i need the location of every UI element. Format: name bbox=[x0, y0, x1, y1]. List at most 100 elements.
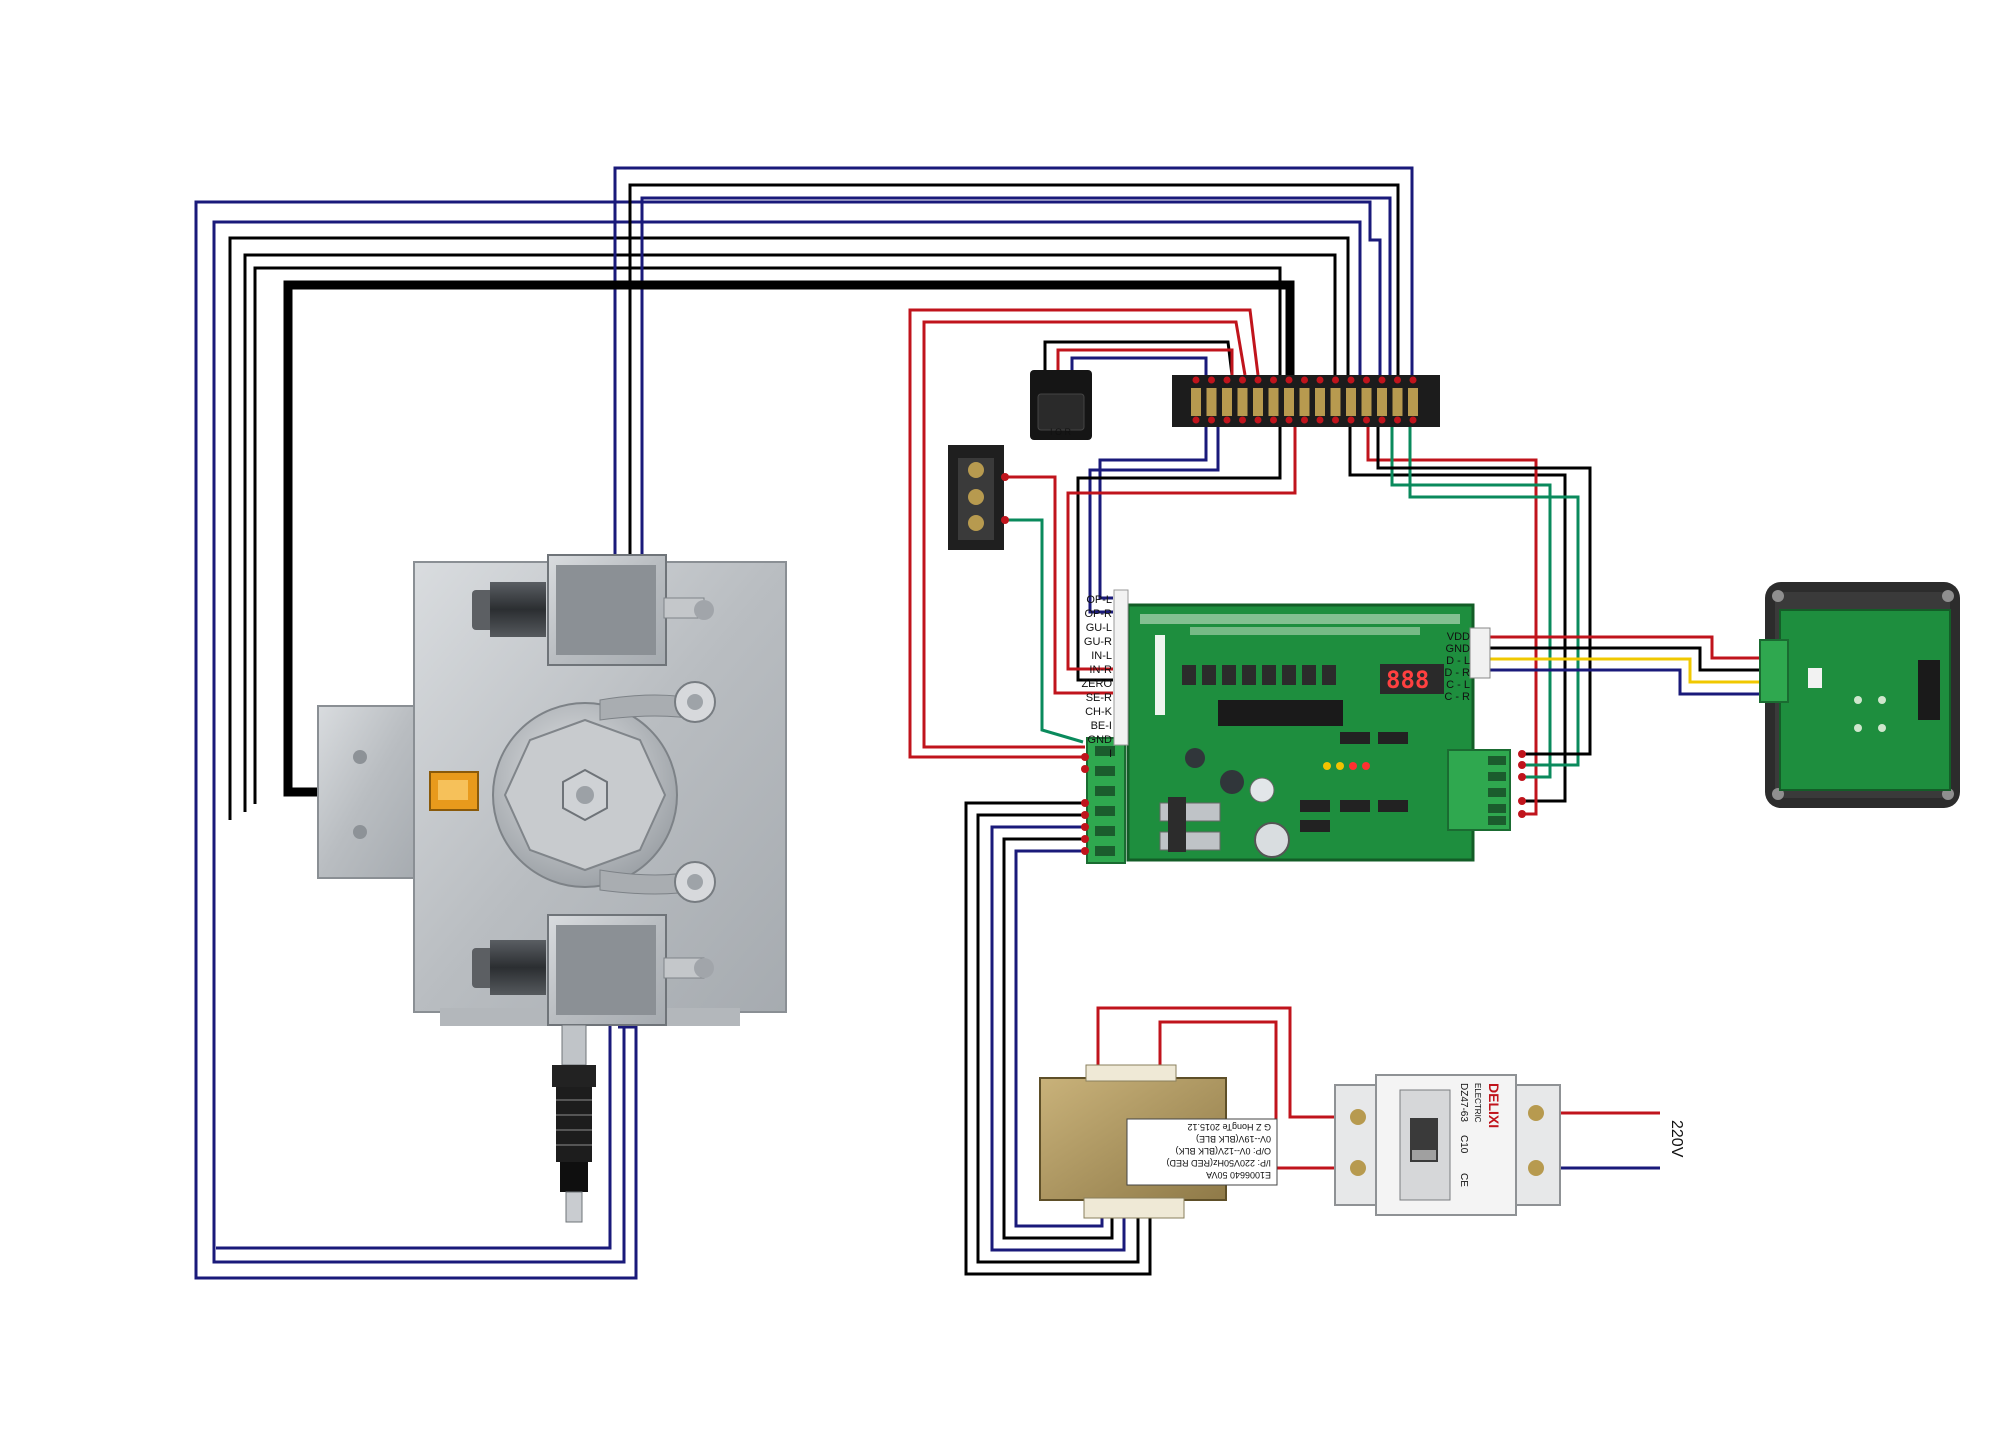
wire-tr-black-2 bbox=[976, 813, 1140, 1264]
transformer-label-line: G Z HongTe 2015.12 bbox=[1187, 1122, 1271, 1132]
wire-strip-right-green-2 bbox=[1408, 425, 1580, 767]
terminal-pin-dot bbox=[1192, 376, 1200, 384]
circuit-breaker: DELIXI ELECTRIC DZ47-63 C10 CE bbox=[1334, 1074, 1561, 1216]
pin-label: IN-R bbox=[1089, 664, 1112, 676]
small-terminal-block bbox=[948, 445, 1009, 550]
wire-coil-top-black bbox=[628, 183, 1400, 555]
pin-label: SE-R bbox=[1086, 692, 1112, 704]
wire-small-strip-red bbox=[1005, 475, 1113, 695]
rocker-label: I O R bbox=[1050, 427, 1072, 437]
pin-label: VDD bbox=[1447, 631, 1470, 643]
terminal-pin-dot bbox=[1394, 376, 1401, 384]
pin-label: C - R bbox=[1444, 691, 1470, 703]
transformer: E1006640 50VA I/P: 220V50Hz(RED RED) O/P… bbox=[1039, 1064, 1278, 1219]
terminal-pin-dot bbox=[1316, 376, 1324, 384]
wire-tr-breaker-red-1 bbox=[1096, 1006, 1335, 1119]
wire-strip-right-red bbox=[1366, 425, 1538, 816]
terminal-pin-dot bbox=[1378, 416, 1386, 424]
motor-bracket bbox=[317, 705, 419, 879]
wire-strip-black bbox=[1076, 425, 1282, 682]
terminal-screw bbox=[1299, 388, 1310, 416]
wire-display-yellow bbox=[1490, 657, 1765, 684]
pin-label: I bbox=[1109, 748, 1112, 760]
terminal-pin-dot bbox=[1223, 376, 1231, 384]
terminal-screw bbox=[1315, 388, 1325, 416]
right-pin-labels: VDD GND D - L D - R C - L C - R bbox=[1444, 631, 1470, 703]
pin-label: BE-I bbox=[1091, 720, 1112, 732]
wire-strip-blue-oplr bbox=[1098, 425, 1208, 600]
terminal-screw bbox=[1330, 388, 1341, 416]
terminal-screw bbox=[1284, 388, 1294, 416]
wire-switch-red bbox=[1056, 348, 1234, 375]
terminal-pin-dot bbox=[1301, 416, 1308, 424]
wire-tr-breaker-red-2 bbox=[1158, 1020, 1335, 1170]
wire-motor-outer-blue bbox=[194, 200, 1382, 1280]
pin-label: C - L bbox=[1446, 679, 1470, 691]
wire-red-a bbox=[908, 308, 1260, 759]
terminal-screw bbox=[1346, 388, 1356, 416]
mcu-chip bbox=[1218, 700, 1343, 726]
wire-coil-top-blue-2 bbox=[640, 196, 1392, 555]
wire-red-b bbox=[922, 320, 1247, 749]
transformer-label-line: E1006640 50VA bbox=[1206, 1170, 1271, 1180]
wire-switch-blue bbox=[1070, 356, 1208, 375]
wire-tr-black-1 bbox=[964, 801, 1152, 1276]
terminal-pin-dot bbox=[1409, 376, 1417, 384]
terminal-pin-dot bbox=[1285, 376, 1293, 384]
pin-label: IN-L bbox=[1091, 650, 1112, 662]
terminal-pin-dot bbox=[1208, 376, 1215, 384]
pin-label: GU-R bbox=[1084, 636, 1112, 648]
terminal-strip bbox=[1172, 375, 1440, 427]
terminal-pin-dot bbox=[1301, 376, 1308, 384]
terminal-pin-dot bbox=[1223, 416, 1231, 424]
seven-segment-display bbox=[1380, 664, 1444, 694]
display-panel-terminal bbox=[1759, 639, 1789, 703]
terminal-pin-dot bbox=[1239, 376, 1246, 384]
display-panel bbox=[1759, 582, 1960, 808]
wire-strip-right-black-2 bbox=[1376, 425, 1592, 756]
breaker-rating: C10 bbox=[1458, 1135, 1469, 1154]
wire-coil-top-blue bbox=[613, 166, 1414, 555]
terminal-screw bbox=[1191, 388, 1201, 416]
main-board: 888 bbox=[1081, 589, 1526, 864]
breaker-cert: CE bbox=[1458, 1173, 1469, 1187]
terminal-pin-dot bbox=[1409, 416, 1417, 424]
terminal-pin-dot bbox=[1208, 416, 1215, 424]
wire-display-blue bbox=[1490, 668, 1765, 696]
transformer-label-line: O/P: 0V--12V(BLK BLK) bbox=[1175, 1146, 1271, 1156]
breaker-brand: DELIXI bbox=[1486, 1083, 1502, 1128]
wire-motor-black-2 bbox=[243, 253, 1337, 812]
pin-label: OP-R bbox=[1085, 608, 1113, 620]
wire-strip-right-black bbox=[1348, 425, 1567, 803]
wire-motor-black-3 bbox=[253, 266, 1282, 804]
transformer-label-line: 0V--19V(BLK BLE) bbox=[1196, 1134, 1271, 1144]
terminal-pin-dot bbox=[1332, 376, 1339, 384]
wire-sensor-thick bbox=[283, 280, 1295, 797]
transformer-label-line: I/P: 220V50Hz(RED RED) bbox=[1166, 1158, 1271, 1168]
transformer-label-plate: E1006640 50VA I/P: 220V50Hz(RED RED) O/P… bbox=[1126, 1118, 1278, 1186]
terminal-pin-dot bbox=[1192, 416, 1200, 424]
rocker-switch: I O R bbox=[1030, 370, 1092, 440]
terminal-pin-dot bbox=[1378, 376, 1386, 384]
terminal-pin-dot bbox=[1347, 376, 1355, 384]
wire-strip-red bbox=[1066, 425, 1297, 671]
breaker-subtitle: ELECTRIC bbox=[1473, 1083, 1482, 1123]
wire-motor-black-1 bbox=[228, 236, 1350, 820]
capacitor-large bbox=[1254, 822, 1290, 858]
wire-coil-bot-blue bbox=[216, 1013, 612, 1250]
terminal-pin-dot bbox=[1254, 376, 1262, 384]
pin-label: OP-L bbox=[1086, 594, 1112, 606]
output-shaft bbox=[561, 1024, 587, 1066]
pin-label: GND bbox=[1088, 734, 1113, 746]
wire-tr-black-3 bbox=[1002, 837, 1114, 1240]
terminal-screw bbox=[1222, 388, 1232, 416]
terminal-screw bbox=[1237, 388, 1248, 416]
pin-label: GU-L bbox=[1086, 622, 1112, 634]
pin-label: GND bbox=[1446, 643, 1471, 655]
wire-strip-right-green bbox=[1390, 425, 1552, 779]
main-board-left-terminal bbox=[1086, 737, 1126, 864]
terminal-pin-dot bbox=[1285, 416, 1293, 424]
breaker-model: DZ47-63 bbox=[1458, 1083, 1469, 1122]
terminal-pin-dot bbox=[1363, 416, 1370, 424]
